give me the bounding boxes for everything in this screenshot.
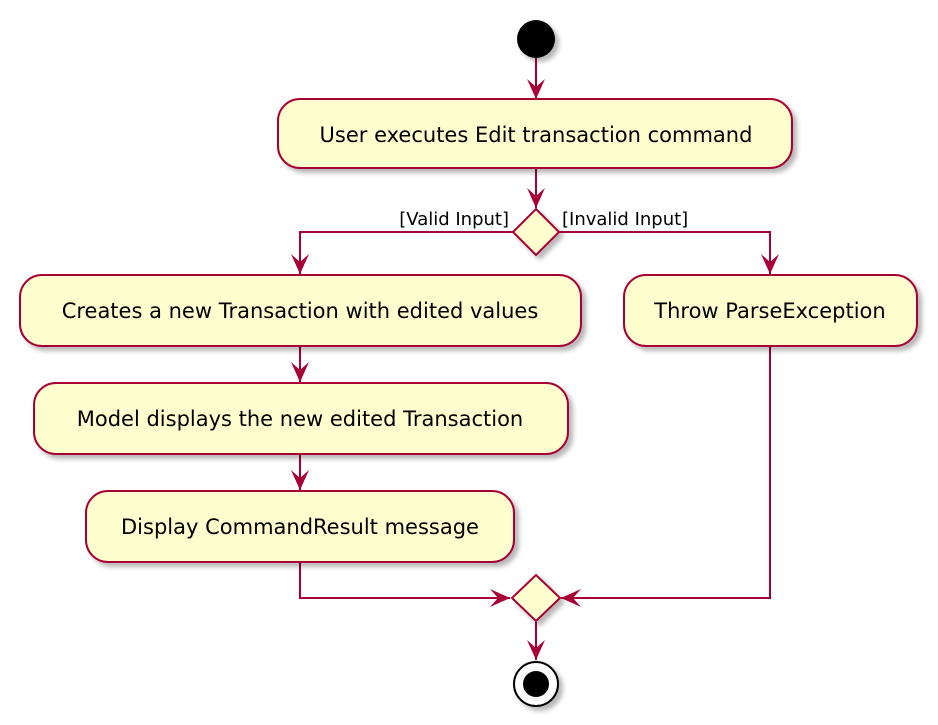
label-user-executes: User executes Edit transaction command bbox=[320, 123, 753, 147]
arrowhead bbox=[291, 362, 309, 382]
node-model-displays bbox=[33, 382, 569, 455]
edge-throw-to-merge bbox=[561, 346, 771, 599]
edge-display-to-merge bbox=[299, 562, 510, 599]
edge-decision-to-throw bbox=[559, 231, 771, 274]
arrowhead bbox=[761, 254, 779, 274]
decision-diamond bbox=[511, 207, 561, 257]
arrowhead bbox=[527, 79, 545, 99]
start-node bbox=[517, 20, 555, 58]
guard-invalid-input: [Invalid Input] bbox=[562, 209, 688, 230]
label-display-result: Display CommandResult message bbox=[121, 515, 479, 539]
edge-decision-to-create bbox=[299, 231, 513, 274]
edges bbox=[299, 58, 771, 660]
label-model-displays: Model displays the new edited Transactio… bbox=[77, 407, 524, 431]
end-node-dot bbox=[523, 671, 549, 697]
diamonds bbox=[510, 207, 562, 623]
activity-boxes bbox=[19, 98, 918, 563]
label-throw-exception: Throw ParseException bbox=[653, 299, 885, 323]
end-node bbox=[513, 661, 559, 707]
arrowheads bbox=[291, 79, 779, 660]
node-throw-exception bbox=[623, 274, 918, 347]
node-creates-transaction bbox=[19, 274, 582, 347]
node-user-executes bbox=[277, 98, 793, 169]
label-creates-transaction: Creates a new Transaction with edited va… bbox=[62, 299, 539, 323]
node-display-result bbox=[85, 490, 515, 563]
arrowhead bbox=[561, 589, 581, 607]
arrowhead bbox=[490, 589, 510, 607]
arrowhead bbox=[527, 188, 545, 208]
arrowhead bbox=[291, 470, 309, 490]
guard-valid-input: [Valid Input] bbox=[399, 209, 509, 230]
arrowhead bbox=[291, 254, 309, 274]
merge-diamond bbox=[510, 573, 562, 623]
arrowhead bbox=[527, 640, 545, 660]
